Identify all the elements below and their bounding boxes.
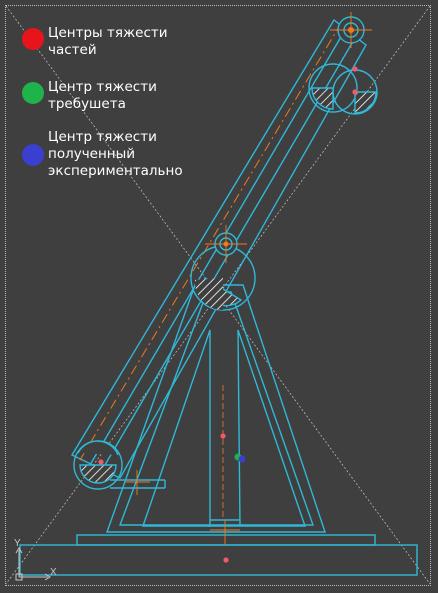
legend-label-experimental-center: Центр тяжести полученный экспериментальн… — [48, 129, 183, 179]
legend-label-trebuchet-center: Центр тяжести требушета — [48, 79, 157, 112]
legend-item-experimental-center: Центр тяжести полученный экспериментальн… — [22, 129, 183, 180]
legend-item-trebuchet-center: Центр тяжести требушета — [22, 79, 157, 113]
green-dot-icon — [22, 82, 44, 104]
counterweight — [73, 440, 166, 490]
red-dot-icon — [22, 28, 44, 50]
blue-dot-icon — [22, 144, 44, 166]
legend-item-part-centers: Центры тяжести частей — [22, 25, 168, 59]
base-platform — [19, 534, 418, 576]
diagonal-guides — [5, 5, 431, 585]
ucs-x-label: X — [50, 567, 57, 578]
a-frame — [106, 284, 326, 533]
ucs-y-label: Y — [14, 538, 21, 549]
pivot-hub — [190, 225, 256, 311]
part-centers-of-gravity — [98, 66, 358, 563]
legend-label-part-centers: Центры тяжести частей — [48, 25, 168, 58]
trebuchet-center-of-gravity — [234, 453, 246, 463]
viewport-frame — [5, 5, 431, 586]
ucs-icon — [15, 547, 51, 581]
base-crosshair — [125, 470, 240, 545]
arm-tip-sling — [308, 12, 378, 115]
